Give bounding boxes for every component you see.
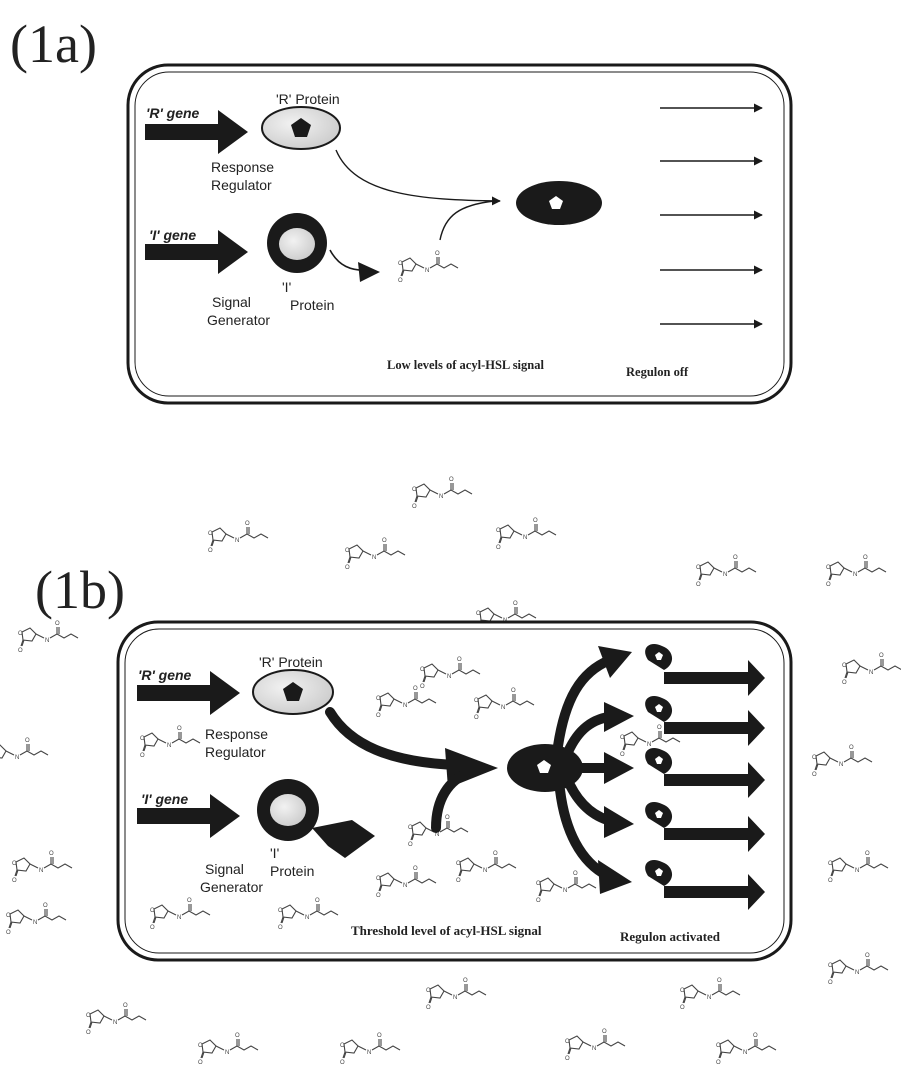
i-protein-label-b1: 'I' [270, 845, 279, 861]
i-protein-label-b2: Protein [270, 863, 314, 879]
response-regulator-label-b2: Regulator [205, 744, 266, 760]
signal-caption-b: Threshold level of acyl-HSL signal [351, 923, 542, 938]
regulon-caption-a: Regulon off [626, 365, 689, 379]
regulon-gene-4 [645, 801, 765, 852]
pentagon-icon [549, 196, 563, 209]
regulon-gene-3 [645, 747, 765, 798]
i-protein-label-a1: 'I' [282, 279, 291, 295]
regulon-off-arrows [660, 103, 763, 329]
r-gene-label-b: 'R' gene [138, 667, 192, 683]
activation-arrows [553, 646, 634, 894]
cell-a-inner-membrane [134, 71, 785, 397]
regulon-caption-b: Regulon activated [620, 929, 721, 944]
r-protein-label-b: 'R' Protein [259, 654, 323, 670]
i-gene-label-b: 'I' gene [141, 791, 188, 807]
binding-arrow-b [325, 707, 460, 770]
pentagon-icon [537, 760, 551, 773]
i-gene-arrow-b [137, 794, 240, 838]
regulon-gene-1 [645, 643, 765, 696]
i-gene-label-a: 'I' gene [149, 227, 196, 243]
cell-b-inner-membrane [124, 628, 785, 954]
synthesis-arrow-b [312, 820, 375, 858]
r-gene-label-a: 'R' gene [146, 105, 200, 121]
r-protein-label-a: 'R' Protein [276, 91, 340, 107]
panel-a-label: (1a) [10, 14, 97, 74]
i-protein-label-a2: Protein [290, 297, 334, 313]
activated-regulon [645, 643, 765, 910]
r-gene-arrow-b [137, 671, 240, 715]
r-gene-arrow-a [145, 110, 248, 154]
binding-arrow-a [335, 149, 501, 206]
response-regulator-label-a2: Regulator [211, 177, 272, 193]
signal-generator-label-b2: Generator [200, 879, 263, 895]
response-regulator-label-b1: Response [205, 726, 268, 742]
signal-generator-label-a2: Generator [207, 312, 270, 328]
cell-a [126, 63, 793, 405]
panel-b-label: (1b) [35, 560, 125, 620]
regulon-gene-2 [645, 695, 765, 746]
signal-generator-label-b1: Signal [205, 861, 244, 877]
signal-binding-curve-a [439, 200, 495, 241]
regulon-gene-5 [645, 859, 765, 910]
i-gene-arrow-a [145, 230, 248, 274]
pentagon-icon [283, 682, 303, 701]
signal-caption-a: Low levels of acyl-HSL signal [387, 358, 544, 372]
signal-generator-label-a1: Signal [212, 294, 251, 310]
signal-binding-curve-b [431, 767, 475, 833]
response-regulator-label-a1: Response [211, 159, 274, 175]
synthesis-arrow-a [358, 262, 380, 282]
pentagon-icon [291, 118, 311, 137]
